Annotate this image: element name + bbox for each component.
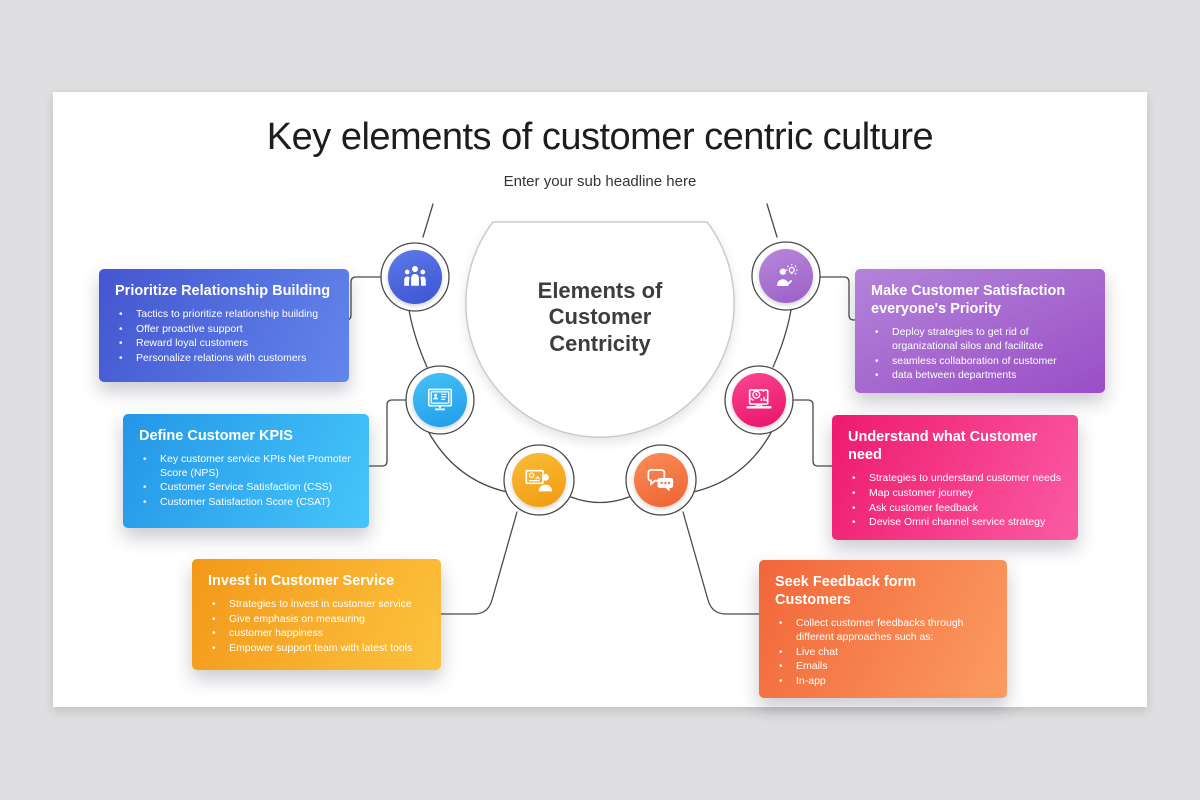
bullet-list: Collect customer feedbacks through diffe… [775, 617, 991, 688]
person-presentation-icon-badge [512, 453, 566, 507]
connector-understand [793, 399, 843, 467]
scallop-arc [570, 496, 630, 504]
monitor-profile-icon [427, 388, 453, 411]
connector-seek-feedback [682, 511, 769, 615]
connector-make-priority [818, 276, 865, 321]
monitor-profile-icon-badge [413, 373, 467, 427]
person-presentation-icon [525, 469, 553, 492]
box-bullet: Strategies to understand customer needs [848, 472, 1062, 486]
chat-bubbles-icon-badge [634, 453, 688, 507]
box-bullet: Devise Omni channel service strategy [848, 516, 1062, 530]
top-right-tick [766, 203, 778, 238]
box-invest-in-customer-service: Invest in Customer Service Strategies to… [192, 559, 441, 670]
box-bullet: Collect customer feedbacks through diffe… [775, 617, 991, 644]
center-circle-shape [465, 221, 735, 438]
box-bullet: Personalize relations with customers [115, 352, 333, 366]
box-define-customer-kpis: Define Customer KPIS Key customer servic… [123, 414, 369, 528]
box-bullet: Customer Service Satisfaction (CSS) [139, 481, 353, 495]
top-left-tick [422, 203, 434, 238]
box-bullet: Reward loyal customers [115, 337, 333, 351]
center-label: Elements of Customer Centricity [537, 278, 663, 356]
box-bullet: Offer proactive support [115, 323, 333, 337]
laptop-analytics-icon [746, 388, 772, 409]
box-title: Seek Feedback form Customers [775, 574, 917, 609]
slide-title: Key elements of customer centric culture [266, 116, 934, 158]
box-bullet: seamless collaboration of customer [871, 355, 1089, 369]
people-group-icon [404, 266, 426, 286]
box-bullet: Tactics to prioritize relationship build… [115, 308, 333, 322]
scallop-arc [427, 430, 508, 493]
connector-define-kpis [357, 399, 407, 467]
box-title: Prioritize Relationship Building [115, 283, 331, 299]
bullet-list: Key customer service KPIs Net Promoter S… [139, 453, 353, 510]
box-bullet: Give emphasis on measuring [208, 613, 425, 627]
box-bullet: Empower support team with latest tools [208, 642, 425, 656]
box-make-customer-satisfaction-priority: Make Customer Satisfaction everyone's Pr… [855, 269, 1105, 393]
box-bullet: Customer Satisfaction Score (CSAT) [139, 496, 353, 510]
box-bullet: In-app [775, 675, 991, 689]
person-idea-icon [777, 264, 798, 286]
box-title: Make Customer Satisfaction everyone's Pr… [871, 283, 1066, 318]
box-bullet: Emails [775, 660, 991, 674]
slide-subtitle: Enter your sub headline here [503, 173, 697, 190]
box-bullet: Strategies to invest in customer service [208, 598, 425, 612]
box-bullet: data between departments [871, 369, 1089, 383]
box-bullet: Live chat [775, 646, 991, 660]
bullet-list: Strategies to invest in customer service… [208, 598, 425, 656]
bullet-list: Deploy strategies to get rid of organiza… [871, 326, 1089, 383]
box-title: Define Customer KPIS [139, 428, 293, 444]
box-bullet: Deploy strategies to get rid of organiza… [871, 326, 1089, 353]
box-bullet: Key customer service KPIs Net Promoter S… [139, 453, 353, 480]
box-prioritize-relationship-building: Prioritize Relationship Building Tactics… [99, 269, 349, 382]
box-seek-feedback-from-customers: Seek Feedback form Customers Collect cus… [759, 560, 1007, 699]
scallop-arc [408, 309, 428, 368]
people-group-icon-badge [388, 250, 442, 304]
box-title: Invest in Customer Service [208, 573, 395, 589]
box-bullet: Ask customer feedback [848, 502, 1062, 516]
bullet-list: Strategies to understand customer needs … [848, 472, 1062, 530]
scallop-arc [772, 309, 792, 368]
box-bullet: Map customer journey [848, 487, 1062, 501]
connector-invest [431, 511, 518, 615]
box-understand-what-customer-need: Understand what Customer need Strategies… [832, 415, 1078, 540]
person-idea-icon-badge [759, 249, 813, 303]
laptop-analytics-icon-badge [732, 373, 786, 427]
chat-bubbles-icon [647, 469, 674, 492]
scallop-arc [692, 430, 773, 493]
box-title: Understand what Customer need [848, 429, 1038, 464]
bullet-list: Tactics to prioritize relationship build… [115, 308, 333, 366]
box-bullet: customer happiness [208, 627, 425, 641]
